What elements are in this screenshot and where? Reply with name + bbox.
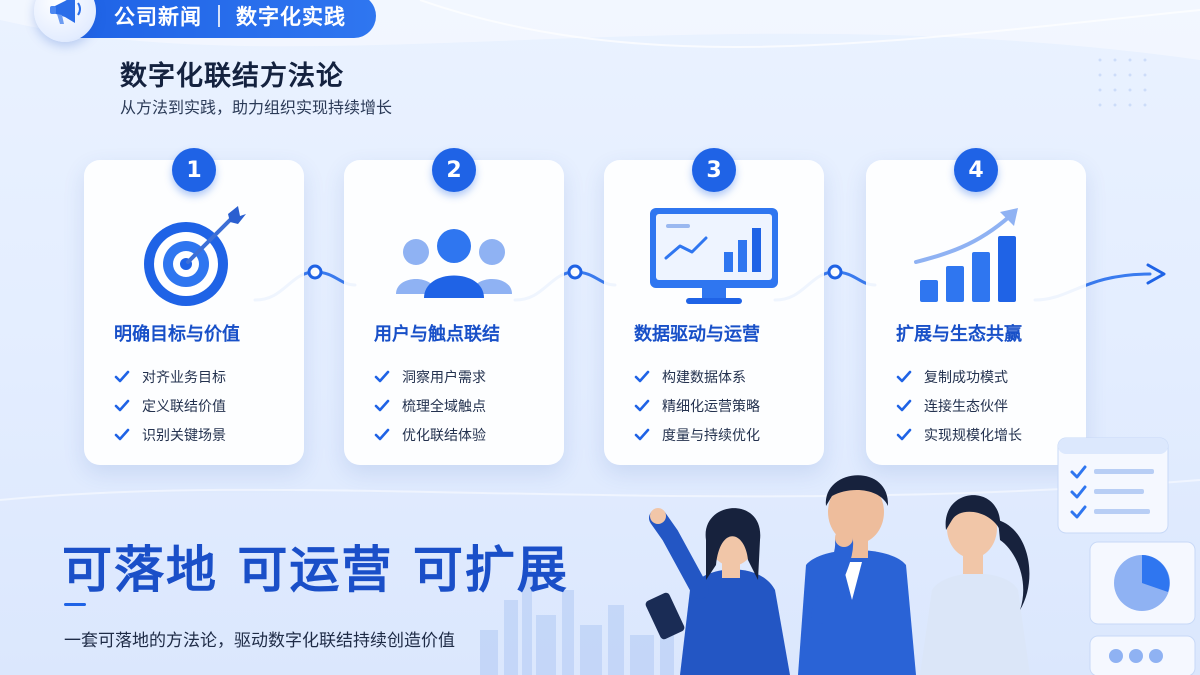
check-icon [896, 428, 912, 440]
list-item-text: 连接生态伙伴 [924, 398, 1008, 415]
check-icon [374, 399, 390, 411]
step-number-1: 1 [172, 148, 216, 192]
check-icon [114, 399, 130, 411]
list-item-text: 梳理全域触点 [402, 398, 486, 415]
users-icon [396, 229, 512, 298]
list-item-text: 优化联结体验 [402, 427, 486, 444]
check-icon [114, 370, 130, 382]
list-item-text: 洞察用户需求 [402, 369, 486, 386]
list-item-text: 构建数据体系 [662, 369, 746, 386]
step-list-1: 对齐业务目标 定义联结价值 识别关键场景 [114, 362, 226, 449]
list-item: 识别关键场景 [114, 420, 226, 449]
badge-right-text: 数字化实践 [236, 5, 346, 29]
list-item: 优化联结体验 [374, 420, 486, 449]
business-people-illustration [645, 475, 1030, 675]
tagline: 一套可落地的方法论，驱动数字化联结持续创造价值 [64, 631, 455, 651]
check-icon [634, 399, 650, 411]
list-item: 实现规模化增长 [896, 420, 1022, 449]
news-badge-label: 公司新闻 数字化实践 [74, 0, 376, 38]
monitor-chart-icon [650, 208, 778, 304]
list-item: 精细化运营策略 [634, 391, 760, 420]
list-item: 度量与持续优化 [634, 420, 760, 449]
step-list-4: 复制成功模式 连接生态伙伴 实现规模化增长 [896, 362, 1022, 449]
step-card-2: 2 用户与触点联结 洞察用户需求 梳理全域触点 优化联结体验 [344, 148, 564, 465]
badge-divider [218, 5, 220, 27]
man-thinking-figure [798, 475, 916, 675]
list-item: 连接生态伙伴 [896, 391, 1022, 420]
list-item-text: 度量与持续优化 [662, 427, 760, 444]
list-item-text: 复制成功模式 [924, 369, 1008, 386]
list-item: 复制成功模式 [896, 362, 1022, 391]
page-title: 数字化联结方法论 [120, 61, 344, 92]
growth-chart-icon [914, 208, 1018, 302]
list-item-text: 精细化运营策略 [662, 398, 760, 415]
list-item: 构建数据体系 [634, 362, 760, 391]
badge-left-text: 公司新闻 [114, 5, 202, 29]
check-icon [634, 428, 650, 440]
list-item: 梳理全域触点 [374, 391, 486, 420]
page-subtitle: 从方法到实践，助力组织实现持续增长 [120, 98, 393, 117]
step-list-2: 洞察用户需求 梳理全域触点 优化联结体验 [374, 362, 486, 449]
step-title-1: 明确目标与价值 [114, 324, 240, 345]
list-item: 对齐业务目标 [114, 362, 226, 391]
step-title-4: 扩展与生态共赢 [896, 324, 1022, 345]
slogan: 可落地 可运营 可扩展 [62, 541, 569, 599]
side-ui-decoration [1057, 437, 1196, 675]
slogan-underline [64, 603, 86, 606]
list-item: 定义联结价值 [114, 391, 226, 420]
step-number-2: 2 [432, 148, 476, 192]
list-item-text: 定义联结价值 [142, 398, 226, 415]
step-number-4: 4 [954, 148, 998, 192]
step-number-3: 3 [692, 148, 736, 192]
step-title-2: 用户与触点联结 [374, 324, 500, 345]
list-item: 洞察用户需求 [374, 362, 486, 391]
step-title-3: 数据驱动与运营 [634, 324, 760, 345]
news-badge: 公司新闻 数字化实践 [34, 0, 376, 42]
check-icon [896, 370, 912, 382]
step-card-3: 3 数据驱动与运营 构建数据体系 精细化运营策略 度量与持续优化 [604, 148, 824, 465]
check-icon [634, 370, 650, 382]
step-card-1: 1 明确目标与价值 对齐业务目标 定义联结价值 识别关键场景 [84, 148, 304, 465]
check-icon [114, 428, 130, 440]
woman-pointing-figure [645, 508, 790, 675]
check-icon [374, 370, 390, 382]
woman-standing-figure [920, 495, 1030, 675]
step-list-3: 构建数据体系 精细化运营策略 度量与持续优化 [634, 362, 760, 449]
step-card-4: 4 扩展与生态共赢 复制成功模式 连接生态伙伴 实现规模化增长 [866, 148, 1086, 465]
list-item-text: 实现规模化增长 [924, 427, 1022, 444]
target-icon [144, 206, 246, 306]
list-item-text: 对齐业务目标 [142, 369, 226, 386]
check-icon [896, 399, 912, 411]
check-icon [374, 428, 390, 440]
list-item-text: 识别关键场景 [142, 427, 226, 444]
